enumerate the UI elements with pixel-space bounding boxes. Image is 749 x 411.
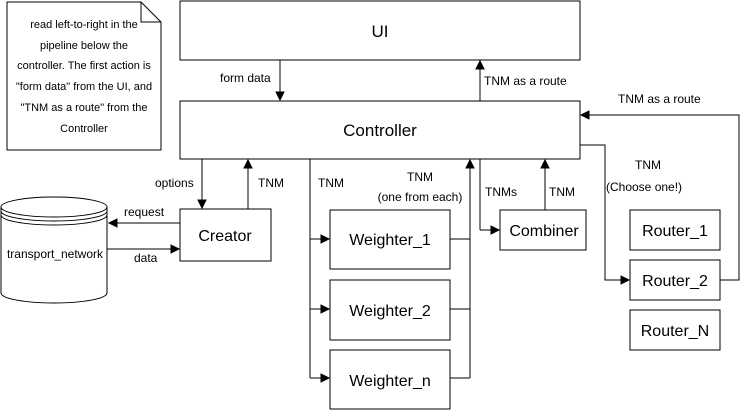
label-options: options [155, 176, 194, 190]
controller-node: Controller [179, 100, 581, 160]
label-form-data: form data [220, 71, 271, 85]
label-tnm-as-route-ui: TNM as a route [484, 74, 567, 88]
edge-tnm-to-ui [475, 59, 485, 101]
edge-form-data [275, 60, 285, 102]
label-tnm-weighters: TNM [318, 176, 344, 190]
label-creator-tnm: TNM [258, 176, 284, 190]
label-tnm-one-each-1: TNM [407, 170, 433, 184]
label-tnm-as-route-router: TNM as a route [618, 92, 701, 106]
router-1-node: Router_1 [629, 209, 721, 251]
weighter-2-node: Weighter_2 [329, 279, 451, 341]
label-tnm-routers-2: (Choose one!) [606, 180, 682, 194]
weighter-n-node: Weighter_n [329, 349, 451, 410]
weighter-1-node: Weighter_1 [329, 209, 451, 270]
weighter-1-label: Weighter_1 [349, 232, 431, 249]
creator-node: Creator [179, 208, 272, 262]
combiner-label: Combiner [509, 223, 579, 240]
edge-controller-to-router [580, 144, 631, 285]
note-line-5: "TNM as a route" from the [20, 102, 147, 114]
edge-weighters-to-controller [450, 158, 475, 379]
edge-tnms-to-combiner [479, 159, 501, 235]
label-tnm-routers-1: TNM [635, 158, 661, 172]
router-n-node: Router_N [629, 309, 721, 351]
edge-data [107, 244, 181, 254]
edge-options [197, 159, 207, 210]
edge-request [107, 218, 180, 228]
router-2-label: Router_2 [642, 273, 708, 290]
weighter-n-label: Weighter_n [349, 373, 431, 390]
ui-label: UI [372, 22, 389, 41]
edge-combiner-tnm [540, 158, 550, 210]
combiner-node: Combiner [499, 209, 587, 251]
edge-creator-tnm [243, 158, 253, 209]
label-request: request [124, 205, 165, 219]
label-tnm-one-each-2: (one from each) [378, 190, 463, 204]
note-line-4: "form data" from the UI, and [16, 81, 152, 93]
note-line-6: Controller [60, 123, 108, 135]
router-1-label: Router_1 [642, 223, 708, 240]
creator-label: Creator [198, 228, 252, 245]
label-combiner-tnm: TNM [549, 185, 575, 199]
label-data: data [134, 251, 158, 265]
controller-label: Controller [343, 121, 417, 140]
ui-node: UI [179, 0, 581, 61]
edge-controller-to-weighters [309, 159, 331, 383]
note-line-3: controller. The first action is [17, 60, 151, 72]
note-line-2: pipeline below the [40, 40, 128, 52]
router-n-label: Router_N [641, 323, 709, 340]
transport-network-db: transport_network [0, 196, 108, 304]
note-box: read left-to-right in the pipeline below… [6, 1, 162, 151]
note-line-1: read left-to-right in the [30, 19, 138, 31]
edge-router-to-controller [579, 110, 740, 281]
transport-network-label: transport_network [7, 247, 104, 261]
weighter-2-label: Weighter_2 [349, 303, 431, 320]
router-2-node: Router_2 [629, 259, 721, 301]
label-tnms: TNMs [485, 185, 517, 199]
